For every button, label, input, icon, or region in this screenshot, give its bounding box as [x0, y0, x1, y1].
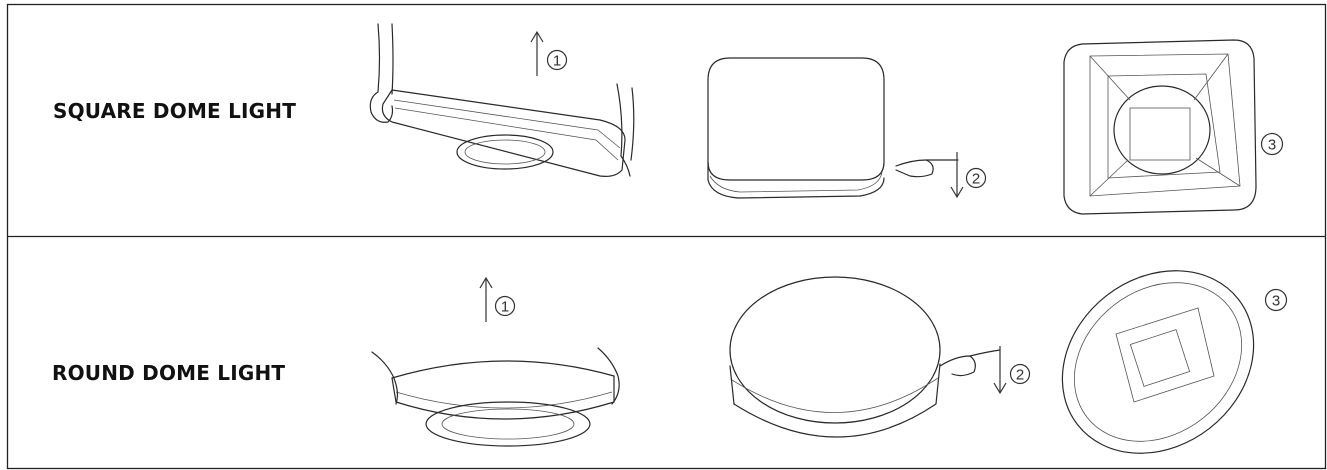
round-step2-arrow: 2 — [993, 346, 1031, 395]
square-step1-arrow: 1 — [530, 30, 568, 76]
square-step3-illustration — [1063, 39, 1257, 215]
square-step2-arrow: 2 — [950, 152, 987, 199]
square-step2-illustration — [707, 57, 959, 199]
round-step3-number: 3 — [1272, 293, 1280, 310]
square-row-label: SQUARE DOME LIGHT — [53, 99, 297, 123]
square-step3-number: 3 — [1268, 137, 1276, 154]
round-step2-number: 2 — [1016, 367, 1024, 384]
round-step1-number: 1 — [501, 299, 509, 316]
round-step3-marker: 3 — [1264, 288, 1288, 312]
round-step2-illustration — [729, 276, 1001, 438]
square-step3-marker: 3 — [1260, 132, 1284, 156]
round-row-label: ROUND DOME LIGHT — [52, 361, 286, 385]
square-step1-number: 1 — [553, 53, 561, 70]
round-step3-illustration — [1061, 270, 1255, 454]
round-step1-illustration — [371, 347, 620, 447]
square-step1-illustration — [369, 23, 635, 177]
square-step2-number: 2 — [972, 171, 980, 188]
round-step1-arrow: 1 — [479, 276, 516, 322]
